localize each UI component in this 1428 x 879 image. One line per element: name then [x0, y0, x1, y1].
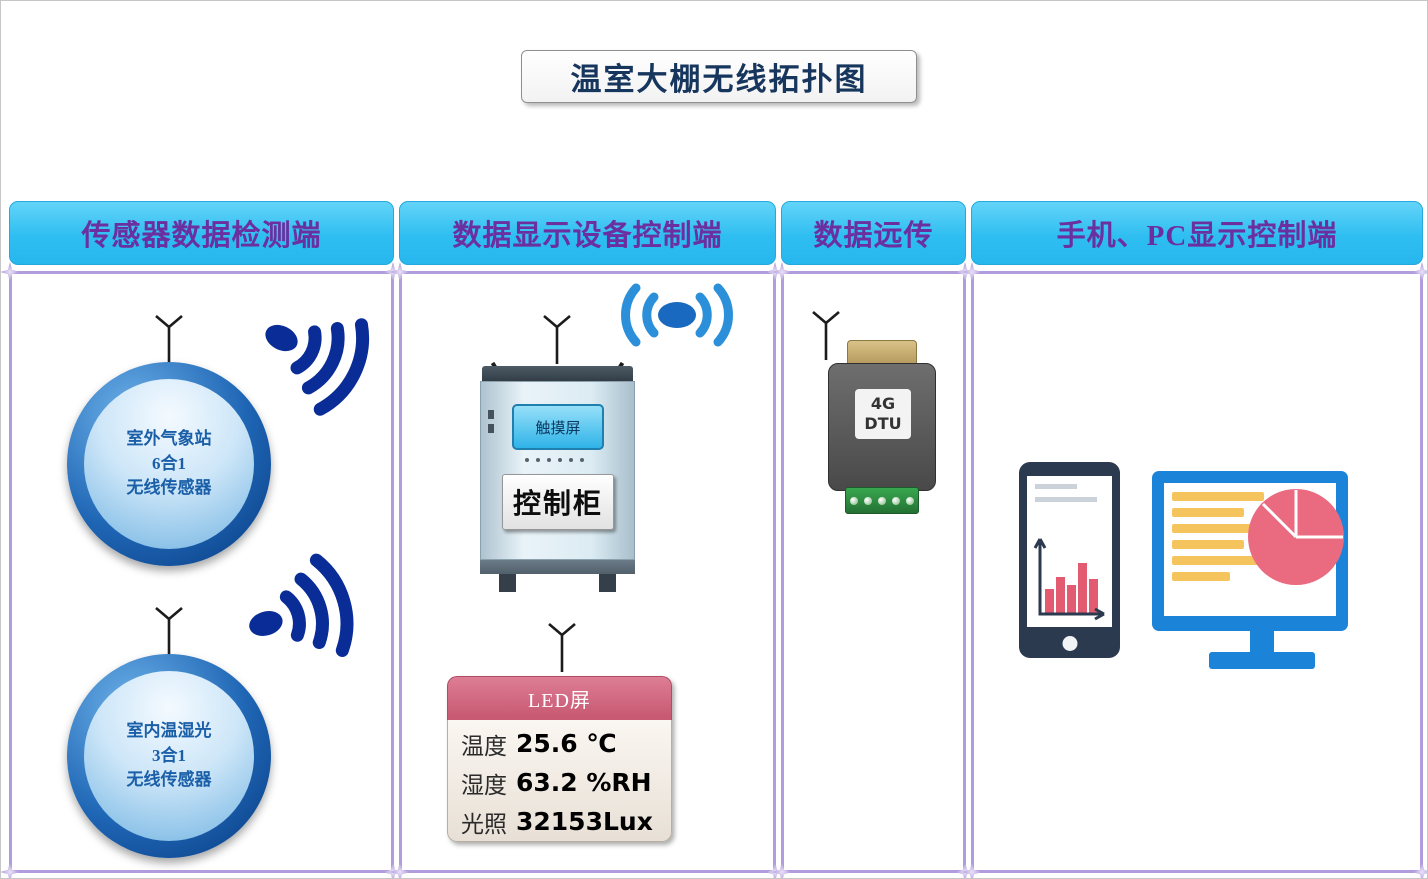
- led-reading-temperature: 温度 25.6 ℃: [461, 724, 671, 763]
- led-reading-light: 光照 32153Lux: [461, 802, 671, 841]
- outdoor-sensor-line2: 6合1: [152, 453, 186, 473]
- pie-chart-icon: [1248, 489, 1344, 585]
- column-header-client: 手机、PC显示控制端: [971, 201, 1423, 265]
- antenna-icon: [543, 315, 571, 364]
- phone-screen: [1027, 476, 1112, 627]
- cabinet-body: 触摸屏 控制柜: [480, 381, 635, 560]
- text-placeholder: [1035, 497, 1097, 502]
- cabinet-foot: [499, 574, 516, 592]
- cabinet-indicator: [488, 424, 494, 433]
- dtu-top-connector: [847, 340, 917, 365]
- outdoor-sensor-node: 室外气象站 6合1 无线传感器: [67, 362, 271, 566]
- text-placeholder: [1035, 484, 1077, 489]
- cabinet-indicator: [488, 410, 494, 419]
- panel-display-control: 触摸屏 控制柜 LED屏 温度 25.: [390, 262, 785, 878]
- corner-ornament-icon: [1412, 262, 1427, 282]
- humidity-value: 63.2 %RH: [516, 768, 652, 797]
- column-header-sensor-label: 传感器数据检测端: [81, 220, 322, 252]
- cabinet-foot: [599, 574, 616, 592]
- light-value: 32153Lux: [516, 807, 653, 836]
- diagram-title-box: 温室大棚无线拓扑图: [521, 50, 917, 103]
- column-header-display: 数据显示设备控制端: [399, 201, 776, 265]
- monitor-stand-base: [1209, 652, 1315, 669]
- light-label: 光照: [461, 811, 507, 837]
- column-header-display-label: 数据显示设备控制端: [452, 220, 723, 252]
- indoor-sensor-line2: 3合1: [152, 745, 186, 765]
- terminal-pin: [878, 496, 886, 505]
- dtu-device: 4G DTU: [828, 340, 936, 518]
- cabinet-top-strip: [482, 366, 633, 381]
- led-screen-panel: LED屏 温度 25.6 ℃ 湿度 63.2 %RH 光照 32153Lux: [447, 676, 672, 842]
- indoor-sensor-node: 室内温湿光 3合1 无线传感器: [67, 654, 271, 858]
- corner-ornament-icon: [1, 262, 20, 282]
- antenna-icon: [548, 623, 576, 672]
- antenna-icon: [812, 311, 840, 360]
- wifi-signal-icon: [249, 553, 354, 657]
- cabinet-name-plate: 控制柜: [502, 474, 614, 530]
- cabinet-name-label: 控制柜: [512, 489, 603, 520]
- column-header-sensor: 传感器数据检测端: [9, 201, 394, 265]
- page-title: 温室大棚无线拓扑图: [570, 62, 868, 97]
- cabinet-base: [480, 560, 635, 574]
- temperature-label: 温度: [461, 733, 507, 759]
- column-header-client-label: 手机、PC显示控制端: [1056, 220, 1338, 252]
- humidity-label: 湿度: [461, 772, 507, 798]
- antenna-icon: [155, 607, 183, 656]
- dtu-label-line2: DTU: [864, 414, 902, 433]
- terminal-pin: [906, 496, 914, 505]
- corner-ornament-icon: [1412, 862, 1427, 878]
- led-screen-title: LED屏: [528, 690, 591, 712]
- outdoor-sensor-body: 室外气象站 6合1 无线传感器: [84, 379, 254, 549]
- terminal-pin: [892, 496, 900, 505]
- touch-screen-label: 触摸屏: [535, 420, 581, 437]
- terminal-pin: [864, 496, 872, 505]
- home-button: [1062, 636, 1077, 651]
- smartphone: [1019, 462, 1120, 658]
- control-cabinet: 触摸屏 控制柜: [480, 361, 635, 592]
- corner-ornament-icon: [1, 862, 20, 878]
- dtu-label-plate: 4G DTU: [855, 389, 911, 439]
- led-reading-humidity: 湿度 63.2 %RH: [461, 763, 671, 802]
- temperature-value: 25.6 ℃: [516, 729, 617, 758]
- dtu-body: 4G DTU: [828, 363, 936, 491]
- led-screen-body: 温度 25.6 ℃ 湿度 63.2 %RH 光照 32153Lux: [447, 720, 672, 842]
- panel-phone-pc: [962, 262, 1427, 878]
- column-header-transmit-label: 数据远传: [813, 220, 934, 252]
- monitor-stand-neck: [1250, 631, 1274, 653]
- touch-screen: 触摸屏: [512, 404, 604, 450]
- terminal-pin: [850, 496, 858, 505]
- dtu-label-line1: 4G: [870, 394, 896, 413]
- list-lines: [1172, 492, 1264, 581]
- panel-remote-transmission: 4G DTU: [772, 262, 975, 878]
- broadcast-icon: [621, 283, 733, 347]
- led-screen-header: LED屏: [447, 676, 672, 720]
- wifi-signal-icon: [265, 318, 370, 416]
- panel-sensor-detection: 室外气象站 6合1 无线传感器 室内温湿光 3合1 无线传感器: [1, 262, 403, 878]
- monitor-screen: [1164, 483, 1344, 616]
- outdoor-sensor-line3: 无线传感器: [126, 478, 212, 498]
- pc-monitor: [1152, 471, 1348, 631]
- dtu-terminal-block: [845, 487, 919, 514]
- antenna-icon: [155, 315, 183, 364]
- bar-chart-icon: [1033, 538, 1105, 621]
- indoor-sensor-body: 室内温湿光 3合1 无线传感器: [84, 671, 254, 841]
- indoor-sensor-line1: 室内温湿光: [126, 721, 212, 741]
- outdoor-sensor-line1: 室外气象站: [126, 429, 212, 449]
- column-header-transmit: 数据远传: [781, 201, 966, 265]
- indoor-sensor-line3: 无线传感器: [126, 770, 212, 790]
- cabinet-vents: [525, 458, 584, 462]
